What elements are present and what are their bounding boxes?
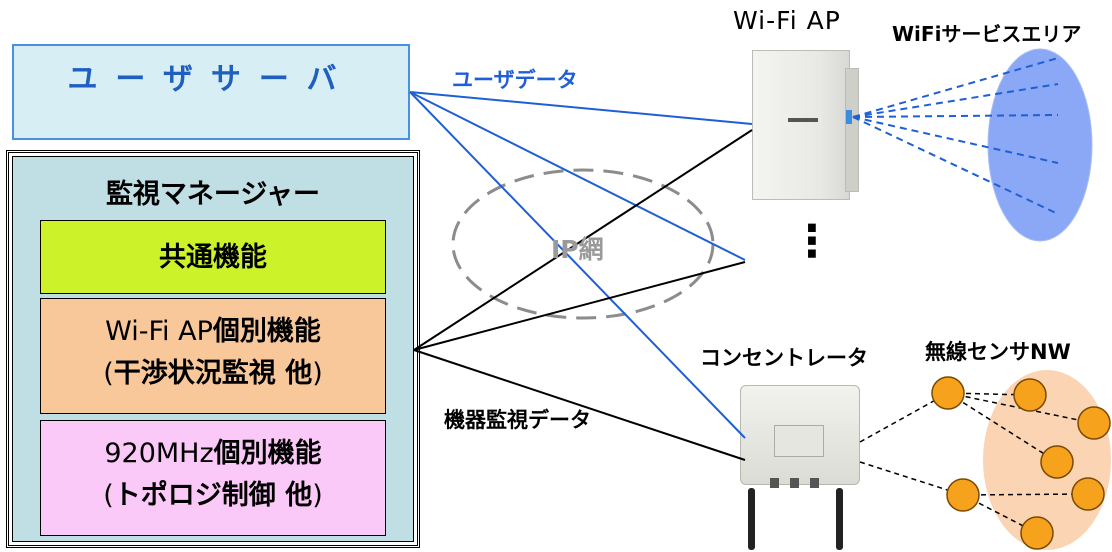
sensor-node [931,376,965,410]
wifi-beam [852,114,1059,118]
monitor-data-line [413,349,746,461]
concentrator-connector [790,478,799,488]
concentrator-link [859,392,949,443]
sensor-link [947,392,1089,423]
wifi-service-area-label: WiFiサービスエリア [892,22,1082,46]
wifi-beam [852,116,1059,215]
wifi-ap-paren-close: ) [312,358,323,389]
user-server-box: ユーザサーバ [12,44,410,140]
concentrator-connector [770,478,779,488]
user-server-label: ユーザサーバ [67,62,355,97]
wifi-ap-function-box: Wi-Fi AP個別機能 (干渉状況監視 他) [40,298,386,414]
wifi-service-area [987,48,1093,242]
wifi-ap-device-image [752,50,850,200]
concentrator-label: コンセントレータ [700,346,868,370]
ip-network-label: IP網 [551,235,604,264]
920mhz-paren-close: ) [312,480,323,511]
sensor-nodes [931,376,1111,550]
920mhz-function-line1: 920MHz個別機能 [41,433,385,475]
wifi-ap-function-line2: (干渉状況監視 他) [41,353,385,395]
user-data-line [409,91,746,439]
sensor-link [947,392,1058,463]
wifi-ap-led [846,110,852,124]
wifi-beams [852,57,1059,215]
sensor-node [1040,445,1074,479]
wifi-ap-function-detail: 干渉状況監視 他 [113,358,313,389]
user-data-label: ユーザデータ [452,68,578,92]
wifi-ap-logo-mark [788,118,818,122]
concentrator-antenna [836,488,843,550]
wifi-ap-paren-open: ( [103,358,114,389]
wifi-ap-function-line1: Wi-Fi AP個別機能 [41,311,385,353]
wifi-ap-device-side [845,68,859,192]
common-function-box: 共通機能 [40,220,386,294]
sensor-node [1013,378,1047,412]
sensor-node [1020,516,1054,550]
monitor-data-line [413,129,753,351]
sensor-node [1071,477,1105,511]
wifi-ap-function-name: Wi-Fi AP [105,316,213,347]
920mhz-function-suffix: 個別機能 [213,438,322,469]
user-data-line [409,91,753,125]
920mhz-function-name: 920MHz [104,438,214,469]
920mhz-function-line2: (トポロジ制御 他) [41,475,385,517]
sensor-link [962,493,1086,496]
920mhz-function-detail: トポロジ制御 他 [113,480,313,511]
common-function-label: 共通機能 [159,242,267,273]
sensor-nw-label: 無線センサNW [925,340,1071,364]
monitor-data-label: 機器監視データ [444,408,591,432]
more-devices-ellipsis: ⋮ [790,216,834,267]
920mhz-paren-open: ( [103,480,114,511]
user-data-line [409,91,746,261]
wifi-ap-function-suffix: 個別機能 [212,316,321,347]
wifi-ap-title: Wi-Fi AP [733,6,841,35]
concentrator-antenna [748,488,755,550]
wifi-beam [852,83,1059,118]
sensor-node [1077,406,1111,440]
monitor-data-line [413,261,746,351]
monitor-manager-title: 監視マネージャー [105,179,321,210]
concentrator-connector [810,478,819,488]
920mhz-function-box: 920MHz個別機能 (トポロジ制御 他) [40,420,386,536]
concentrator-link [859,461,964,496]
concentrator-panel [774,425,824,457]
sensor-node [946,478,980,512]
